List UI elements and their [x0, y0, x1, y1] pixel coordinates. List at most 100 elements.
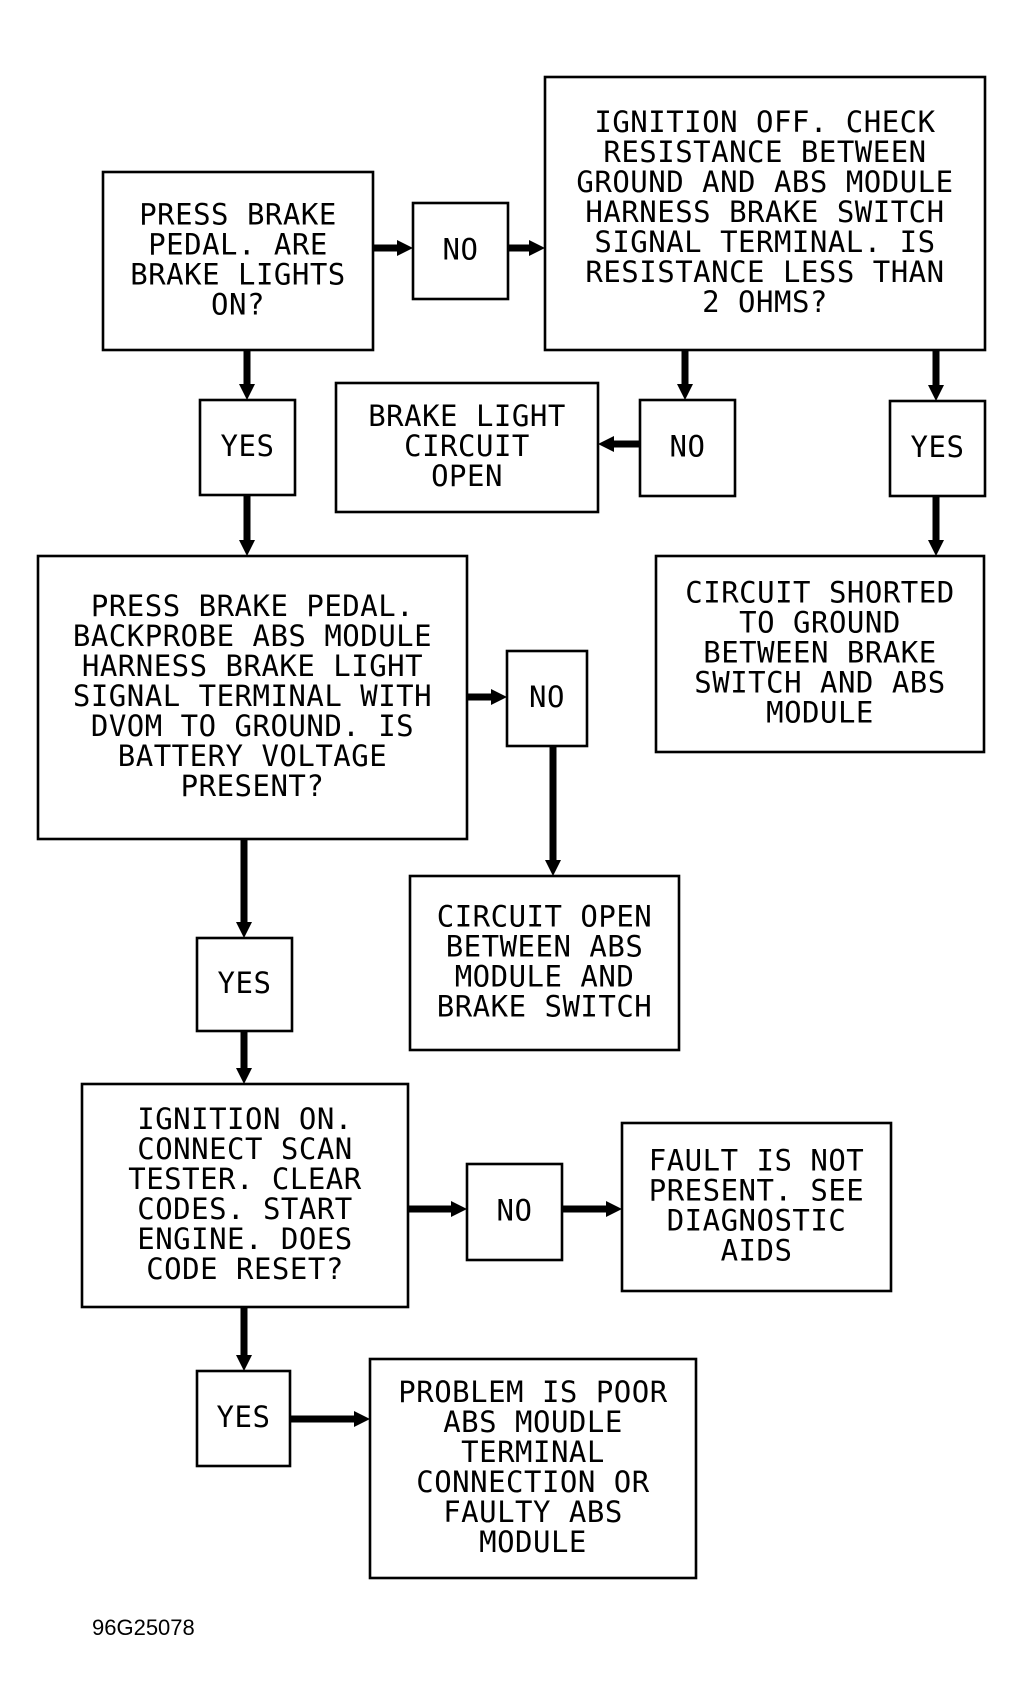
node-text-line: TERMINAL	[461, 1435, 605, 1469]
node-text-line: TESTER. CLEAR	[128, 1162, 362, 1196]
node-box	[620, 1121, 893, 1293]
node-text-line: BRAKE SWITCH	[437, 989, 653, 1023]
arrow-yes_3-to-q_code_reset	[236, 1031, 252, 1084]
node-text-line: OPEN	[431, 459, 503, 493]
node-text-line: YES	[217, 1400, 271, 1434]
node-text-line: BETWEEN BRAKE	[703, 635, 936, 669]
arrowhead	[236, 922, 252, 938]
arrow-q_resistance-to-no_2	[677, 350, 693, 400]
figure-id: 96G25078	[92, 1615, 195, 1640]
node-box	[888, 399, 987, 498]
node-text-line: ON?	[211, 287, 265, 321]
arrow-no_4-to-r_not_present	[562, 1201, 622, 1217]
node-text-line: SIGNAL TERMINAL WITH	[73, 679, 432, 713]
node-box	[465, 1162, 564, 1262]
node-text-line: RESISTANCE BETWEEN	[603, 135, 926, 169]
arrow-q_code_reset-to-yes_4	[236, 1307, 252, 1371]
node-text-line: PRESENT. SEE	[649, 1173, 865, 1207]
connectors	[236, 240, 944, 1427]
node-text-line: SIGNAL TERMINAL. IS	[594, 225, 935, 259]
node-text-line: IGNITION OFF. CHECK	[594, 105, 935, 139]
node-text-line: CONNECT SCAN	[137, 1132, 353, 1166]
node-text-line: NO	[670, 429, 706, 463]
node-box	[101, 170, 375, 352]
arrow-q_brake_lights-to-yes_1	[239, 350, 255, 400]
node-text-line: 2 OHMS?	[702, 285, 828, 319]
arrowhead	[545, 860, 561, 876]
arrowhead	[239, 540, 255, 556]
arrowhead	[491, 689, 507, 705]
arrow-no_2-to-r_light_open	[598, 436, 640, 452]
node-box	[543, 75, 987, 352]
node-box	[411, 201, 510, 301]
node-text-line: PEDAL. ARE	[148, 227, 328, 261]
node-text-line: DIAGNOSTIC	[667, 1203, 847, 1237]
node-text-line: ENGINE. DOES	[137, 1222, 353, 1256]
node-text-line: ABS MOUDLE	[443, 1405, 623, 1439]
arrowhead	[451, 1201, 467, 1217]
node-text-line: YES	[218, 966, 272, 1000]
node-text-line: BATTERY VOLTAGE	[118, 739, 387, 773]
arrowhead	[606, 1201, 622, 1217]
node-text-line: BRAKE LIGHTS	[130, 257, 346, 291]
node-text-line: CIRCUIT SHORTED	[685, 575, 954, 609]
arrow-yes_1-to-q_voltage	[239, 495, 255, 556]
node-box	[36, 554, 469, 841]
node-text-line: YES	[911, 430, 965, 464]
node-box	[408, 874, 681, 1052]
node-text-line: HARNESS BRAKE SWITCH	[585, 195, 944, 229]
arrowhead	[236, 1355, 252, 1371]
node-box	[505, 649, 589, 748]
node-box	[195, 936, 294, 1033]
node-text-line: GROUND AND ABS MODULE	[576, 165, 953, 199]
node-box	[368, 1357, 698, 1580]
node-no-4: NO	[465, 1162, 564, 1262]
node-text-line: RESISTANCE LESS THAN	[585, 255, 944, 289]
node-text-line: BRAKE LIGHT	[368, 399, 566, 433]
node-box	[195, 1369, 292, 1468]
node-yes-3: YES	[195, 936, 294, 1033]
node-box	[80, 1082, 410, 1309]
node-box	[198, 398, 297, 497]
arrow-no_1-to-q_resistance	[508, 240, 545, 256]
arrowhead	[677, 384, 693, 400]
node-yes-1: YES	[198, 398, 297, 497]
node-box	[334, 381, 600, 514]
node-text-line: PRESS BRAKE PEDAL.	[91, 589, 414, 623]
node-text-line: MODULE	[766, 695, 874, 729]
node-text-line: MODULE AND	[455, 959, 635, 993]
arrowhead	[928, 385, 944, 401]
node-text-line: NO	[497, 1193, 533, 1227]
node-text-line: CONNECTION OR	[416, 1465, 650, 1499]
arrow-no_3-to-r_circuit_open	[545, 746, 561, 876]
node-q-voltage: PRESS BRAKE PEDAL.BACKPROBE ABS MODULEHA…	[36, 554, 469, 841]
node-text-line: IGNITION ON.	[137, 1102, 353, 1136]
node-text-line: HARNESS BRAKE LIGHT	[82, 649, 423, 683]
node-no-2: NO	[638, 398, 737, 498]
node-text-line: BACKPROBE ABS MODULE	[73, 619, 432, 653]
arrow-q_voltage-to-yes_3	[236, 839, 252, 938]
node-text-line: SWITCH AND ABS	[694, 665, 945, 699]
arrow-yes_4-to-r_poor_conn	[290, 1411, 370, 1427]
arrowhead	[239, 384, 255, 400]
node-no-3: NO	[505, 649, 589, 748]
node-text-line: PROBLEM IS POOR	[398, 1375, 667, 1409]
node-text-line: NO	[443, 232, 479, 266]
arrowhead	[529, 240, 545, 256]
node-yes-2: YES	[888, 399, 987, 498]
node-text-line: FAULT IS NOT	[649, 1143, 865, 1177]
arrowhead	[928, 540, 944, 556]
node-box	[638, 398, 737, 498]
node-text-line: BETWEEN ABS	[446, 929, 644, 963]
arrow-yes_2-to-r_shorted	[928, 496, 944, 556]
arrowhead	[598, 436, 614, 452]
node-text-line: CIRCUIT OPEN	[437, 899, 653, 933]
